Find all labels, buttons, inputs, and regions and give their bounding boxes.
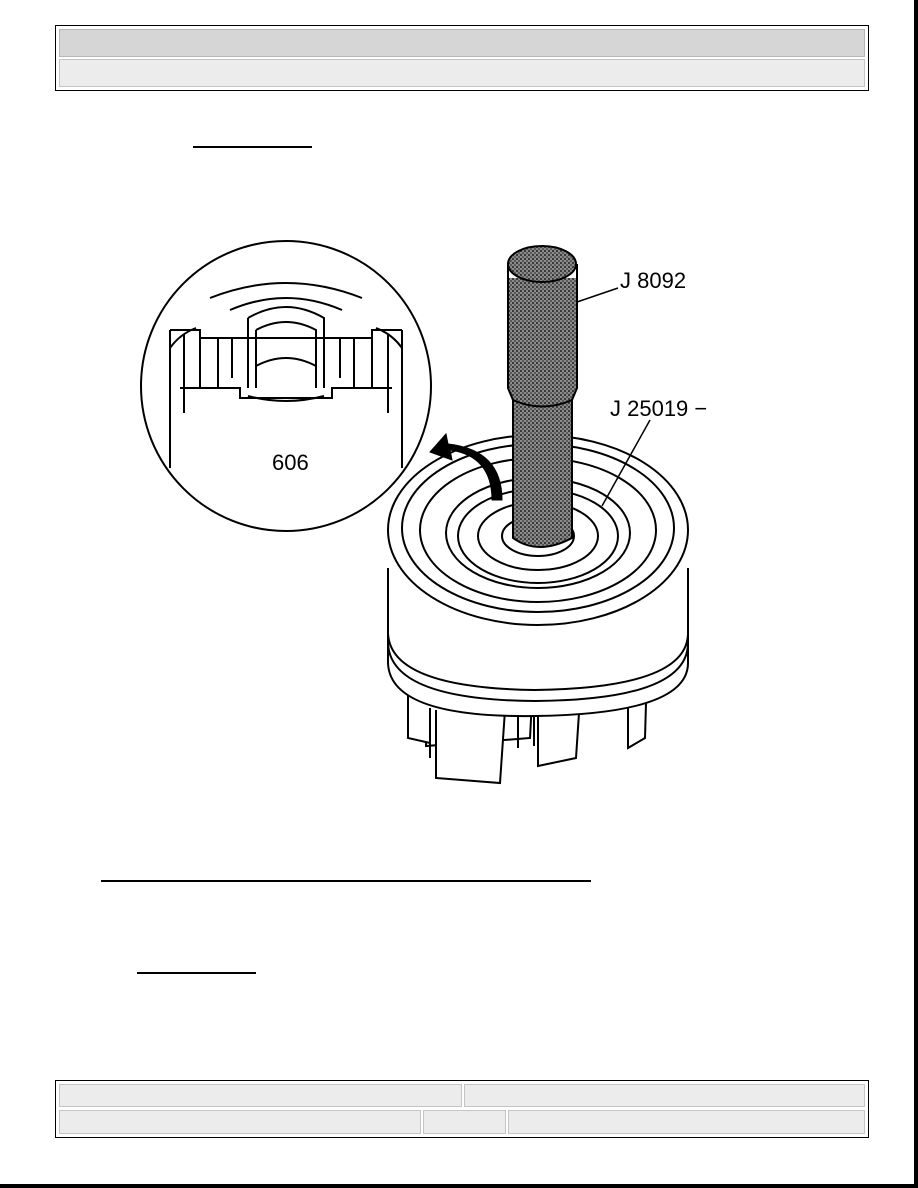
footer-cell-bottom-right: [508, 1110, 865, 1134]
underline-rule: [137, 972, 256, 974]
detail-view: [140, 240, 432, 532]
footer-cell-right: [464, 1084, 865, 1107]
callout-j25019-4: J 25019 − 4: [610, 396, 710, 421]
page-footer: [55, 1080, 869, 1138]
footer-cell-bottom-middle: [423, 1110, 506, 1134]
page-header: [55, 25, 869, 91]
header-title-row: [59, 29, 865, 57]
detail-arrow-icon: [429, 432, 503, 501]
footer-cell-left: [59, 1084, 462, 1107]
footer-cell-bottom-left: [59, 1110, 421, 1134]
header-subtitle-row: [59, 59, 865, 87]
underline-rule: [101, 880, 591, 882]
underline-rule: [193, 146, 312, 148]
installer-tool: [507, 245, 578, 548]
callout-part-606: 606: [272, 450, 309, 475]
clutch-housing: [387, 434, 689, 785]
installation-illustration: J 8092 J 25019 − 4 606: [140, 238, 726, 788]
callout-j8092: J 8092: [620, 268, 686, 293]
